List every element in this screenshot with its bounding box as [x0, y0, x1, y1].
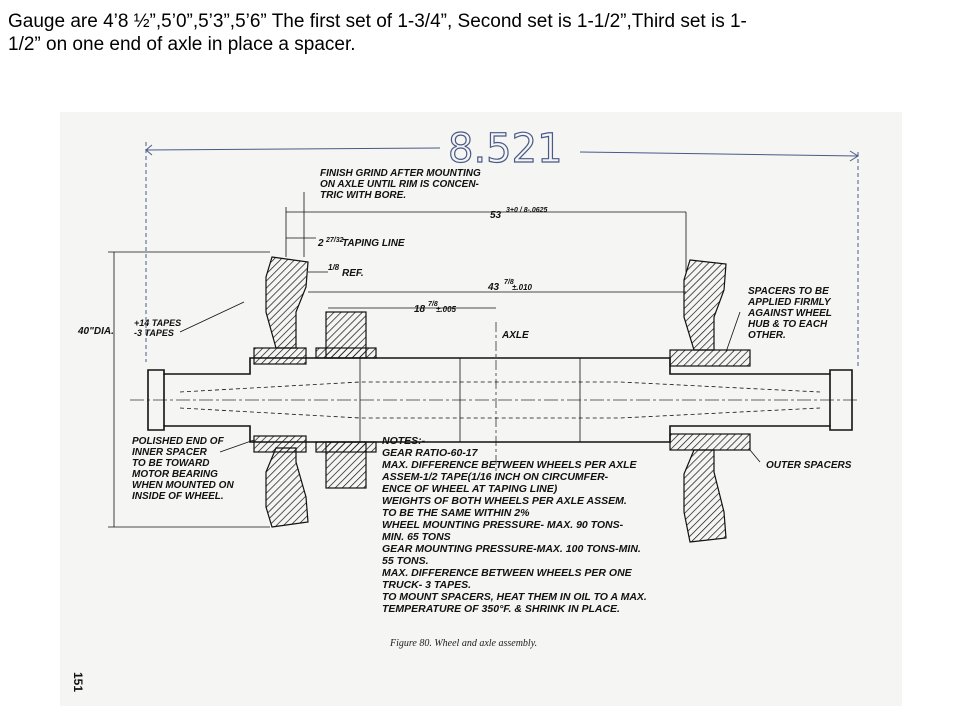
note-line: MAX. DIFFERENCE BETWEEN WHEELS PER ONE: [382, 567, 633, 579]
spacers-label-2: APPLIED FIRMLY: [747, 297, 832, 308]
overall-dimension-line: [145, 142, 859, 367]
notes-block: NOTES:- GEAR RATIO-60-17 MAX. DIFFERENCE…: [381, 435, 647, 615]
note-line: 55 TONS.: [382, 555, 429, 567]
note-line: ASSEM-1/2 TAPE(1/16 INCH ON CIRCUMFER-: [381, 471, 609, 483]
dimension-43-fraction: 7/8: [504, 279, 514, 286]
headline-text: Gauge are 4’8 ½”,5’0”,5’3”,5’6” The firs…: [8, 10, 952, 56]
note-line: TRUCK- 3 TAPES.: [382, 579, 471, 591]
dimension-53-fraction: 3+0 / 8-.0625: [506, 207, 548, 214]
note-line: MAX. DIFFERENCE BETWEEN WHEELS PER AXLE: [382, 459, 638, 471]
gear: [315, 311, 377, 489]
left-wheel: [253, 256, 309, 528]
taping-line-label: TAPING LINE: [342, 238, 405, 249]
axle-label: AXLE: [501, 330, 529, 341]
figure-caption: Figure 80. Wheel and axle assembly.: [389, 638, 537, 649]
note-line: GEAR MOUNTING PRESSURE-MAX. 100 TONS-MIN…: [382, 543, 641, 555]
polished-label-5: WHEN MOUNTED ON: [132, 480, 234, 491]
note-line: NOTES:-: [382, 435, 426, 447]
ref-fraction: 1/8: [328, 263, 340, 272]
note-line: TO BE THE SAME WITHIN 2%: [382, 507, 530, 519]
dimension-lines: [108, 192, 761, 528]
polished-label-1: POLISHED END OF: [132, 436, 225, 447]
note-line: TEMPERATURE OF 350°F. & SHRINK IN PLACE.: [382, 603, 620, 615]
dimension-18: 18: [414, 304, 426, 315]
dimension-2-fraction: 27/32: [325, 237, 344, 244]
tapes-minus-label: -3 TAPES: [134, 328, 174, 338]
note-line: ENCE OF WHEEL AT TAPING LINE): [382, 483, 558, 495]
ref-label: REF.: [342, 268, 364, 279]
spacers-label-5: OTHER.: [748, 330, 786, 341]
polished-label-4: MOTOR BEARING: [132, 469, 218, 480]
spacers-label-3: AGAINST WHEEL: [747, 308, 832, 319]
headline-line-1: Gauge are 4’8 ½”,5’0”,5’3”,5’6” The firs…: [8, 11, 747, 32]
wheel-axle-diagram: 8.521: [71, 125, 860, 692]
scanned-drawing: 8.521: [60, 112, 902, 706]
dimension-53: 53: [490, 210, 502, 221]
spacers-label-4: HUB & TO EACH: [748, 319, 828, 330]
dimension-2-taping: 2: [317, 238, 324, 249]
polished-label-3: TO BE TOWARD: [132, 458, 209, 469]
dimension-18-fraction: 7/8: [428, 301, 438, 308]
dimension-43-tolerance: ±.010: [512, 283, 533, 292]
outer-spacers-label: OUTER SPACERS: [766, 460, 852, 471]
headline-line-2: 1/2” on one end of axle in place a space…: [8, 34, 356, 55]
finish-grind-label-3: TRIC WITH BORE.: [320, 190, 406, 201]
dimension-43: 43: [487, 282, 500, 293]
note-line: GEAR RATIO-60-17: [382, 447, 479, 459]
finish-grind-label-1: FINISH GRIND AFTER MOUNTING: [320, 168, 481, 179]
page-number: 151: [71, 672, 85, 692]
note-line: TO MOUNT SPACERS, HEAT THEM IN OIL TO A …: [382, 591, 647, 603]
finish-grind-label-2: ON AXLE UNTIL RIM IS CONCEN-: [320, 179, 480, 190]
handwritten-dimension: 8.521: [448, 126, 563, 172]
diameter-label: 40"DIA.: [77, 326, 114, 337]
right-wheel: [669, 259, 751, 543]
spacers-label-1: SPACERS TO BE: [748, 286, 829, 297]
dimension-18-tolerance: ±.005: [436, 305, 457, 314]
note-line: WEIGHTS OF BOTH WHEELS PER AXLE ASSEM.: [382, 495, 627, 507]
tapes-plus-label: +14 TAPES: [134, 318, 181, 328]
note-line: MIN. 65 TONS: [382, 531, 451, 543]
axle: [147, 357, 853, 443]
polished-label-6: INSIDE OF WHEEL.: [132, 491, 224, 502]
polished-label-2: INNER SPACER: [132, 447, 208, 458]
note-line: WHEEL MOUNTING PRESSURE- MAX. 90 TONS-: [382, 519, 624, 531]
